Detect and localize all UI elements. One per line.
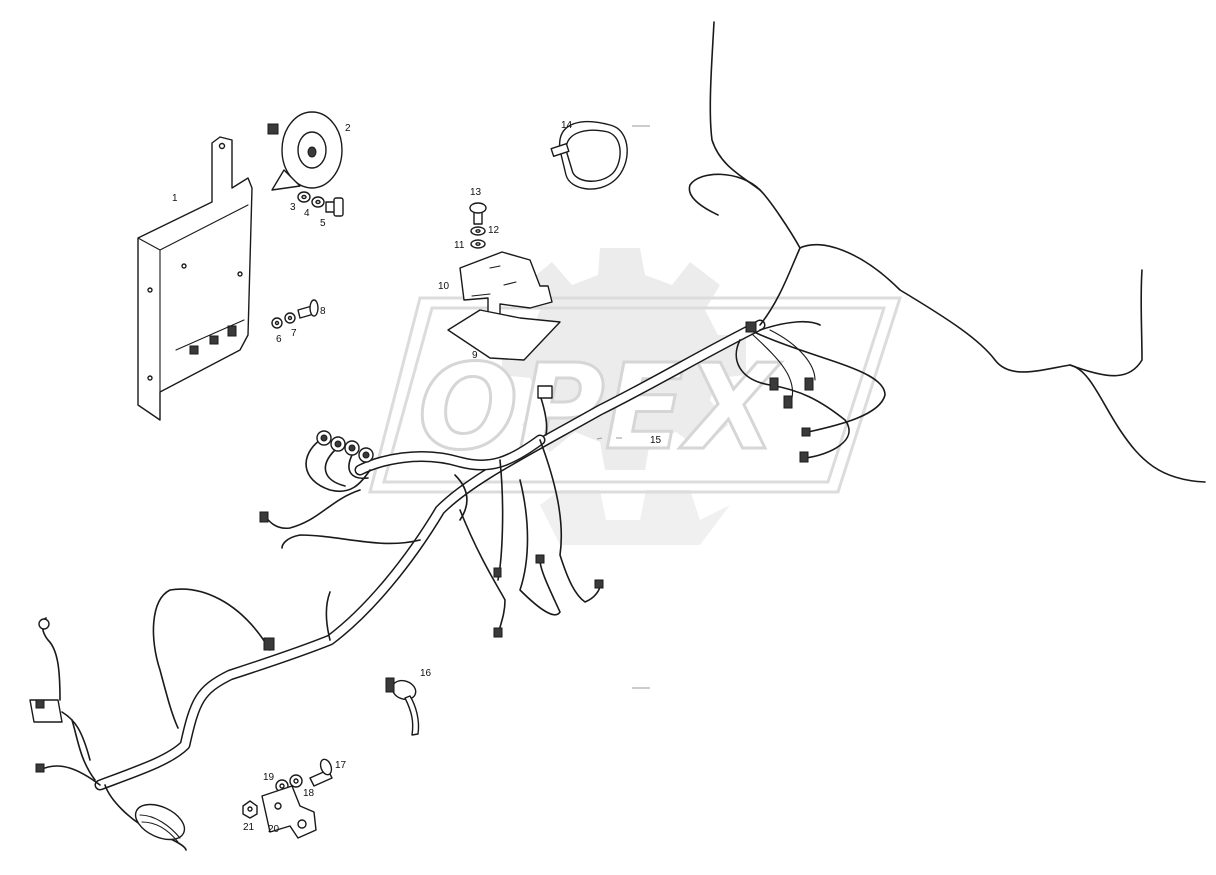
callout-15: 15 [650, 435, 662, 446]
callout-16: 16 [420, 668, 432, 679]
callout-4: 4 [304, 208, 310, 219]
opex-watermark: OPEX [368, 248, 903, 545]
part-5-bolt [325, 197, 344, 217]
callout-1: 1 [172, 193, 178, 204]
callout-11: 11 [454, 240, 465, 251]
callout-9: 9 [472, 350, 478, 361]
callout-18: 18 [303, 788, 315, 799]
part-11-washer [470, 239, 486, 249]
callout-21: 21 [243, 822, 255, 833]
part-7-washer [284, 312, 296, 324]
part-8-bolt [297, 299, 319, 319]
callout-10: 10 [438, 281, 450, 292]
callout-17: 17 [335, 760, 347, 771]
callout-19: 19 [263, 772, 275, 783]
callout-2: 2 [345, 123, 351, 134]
callout-7: 7 [291, 328, 297, 339]
callout-13: 13 [470, 187, 482, 198]
part-17-bolt [309, 758, 333, 787]
watermark-frame-outer [368, 296, 903, 494]
part-15-wiring-harness [29, 21, 1206, 851]
part-16-clip [385, 677, 420, 736]
part-1-mounting-plate [137, 136, 253, 421]
watermark-gear [502, 248, 746, 470]
watermark-frame-inner [382, 306, 887, 484]
callout-20: 20 [268, 824, 280, 835]
part-20-ground-strap [261, 785, 317, 839]
callout-8: 8 [320, 306, 326, 317]
part-14-cable-tie [550, 120, 628, 190]
part-18-washer [289, 774, 303, 788]
part-3-washer [297, 191, 311, 203]
part-13-bolt [469, 202, 487, 225]
watermark-gear-lower [540, 490, 730, 545]
part-10-bracket [459, 251, 553, 335]
callout-5: 5 [320, 218, 326, 229]
part-9-insulating-pad [447, 309, 561, 361]
callout-labels: 1 2 3 4 5 6 7 8 9 10 11 12 13 14 15 16 1… [172, 120, 662, 835]
part-2-horn [267, 111, 343, 191]
callout-12: 12 [488, 225, 500, 236]
part-12-washer [470, 226, 486, 236]
part-21-nut [242, 800, 258, 819]
callout-6: 6 [276, 334, 282, 345]
part-4-washer [311, 196, 325, 208]
callout-14: 14 [561, 120, 573, 131]
callout-3: 3 [290, 202, 296, 213]
part-6-washer [271, 317, 283, 329]
